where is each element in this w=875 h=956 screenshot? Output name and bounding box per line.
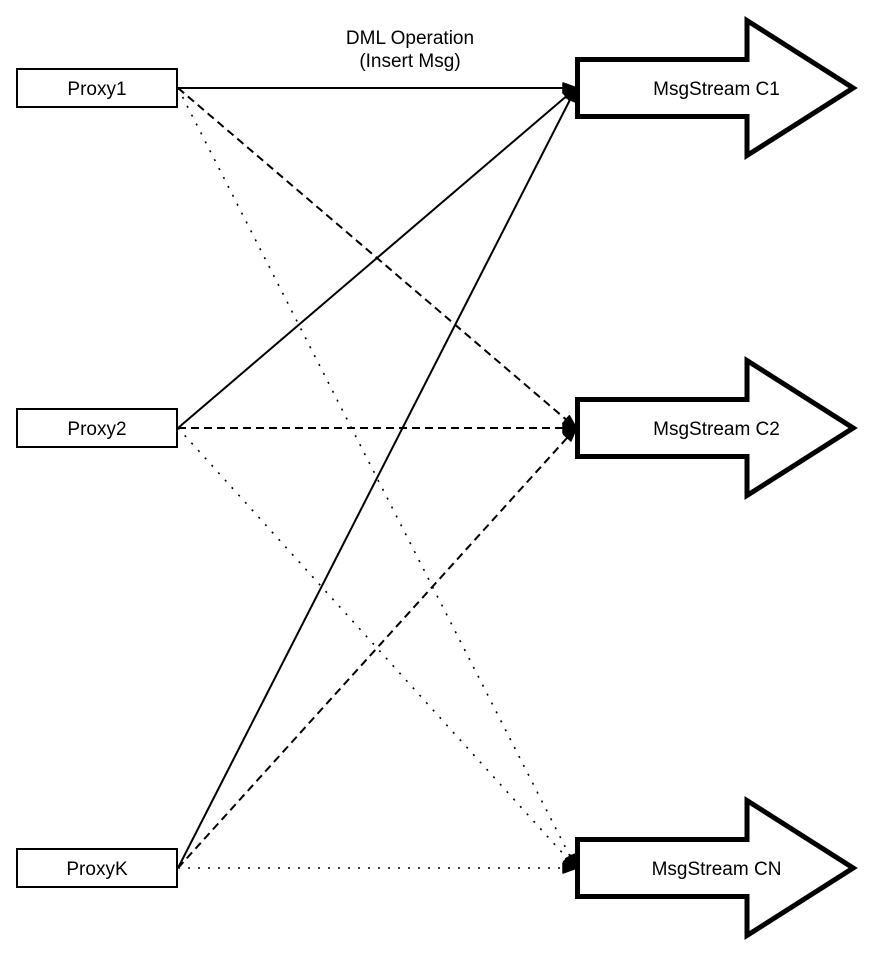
stream-label-cn: MsgStream CN xyxy=(652,859,782,880)
proxy-label-proxyk: ProxyK xyxy=(66,859,128,880)
proxy-node-proxyk: ProxyK xyxy=(16,848,178,888)
proxy-box-proxy2 xyxy=(16,408,178,448)
proxy-node-proxy1: Proxy1 xyxy=(16,68,178,108)
stream-node-c2: MsgStream C2 xyxy=(575,355,858,501)
proxy-box-proxyk xyxy=(16,848,178,888)
proxy-box-proxy1 xyxy=(16,68,178,108)
stream-node-c1: MsgStream C1 xyxy=(575,15,858,161)
stream-label-c2: MsgStream C2 xyxy=(653,419,780,440)
stream-arrow-shape-c1 xyxy=(575,15,858,161)
proxy-node-proxy2: Proxy2 xyxy=(16,408,178,448)
stream-label-c1: MsgStream C1 xyxy=(653,79,780,100)
edge-annotation-line1: DML Operation xyxy=(346,28,474,49)
stream-node-cn: MsgStream CN xyxy=(575,795,858,941)
edge-proxy2-to-c1 xyxy=(177,86,578,429)
proxy-label-proxy1: Proxy1 xyxy=(67,79,126,100)
edge-annotation-line2: (Insert Msg) xyxy=(359,51,460,72)
edge-proxyk-to-c2 xyxy=(177,426,578,869)
edge-proxyk-to-c1 xyxy=(177,86,578,869)
stream-arrow-shape-c2 xyxy=(575,355,858,501)
stream-arrow-shape-cn xyxy=(575,795,858,941)
proxy-label-proxy2: Proxy2 xyxy=(67,419,126,440)
